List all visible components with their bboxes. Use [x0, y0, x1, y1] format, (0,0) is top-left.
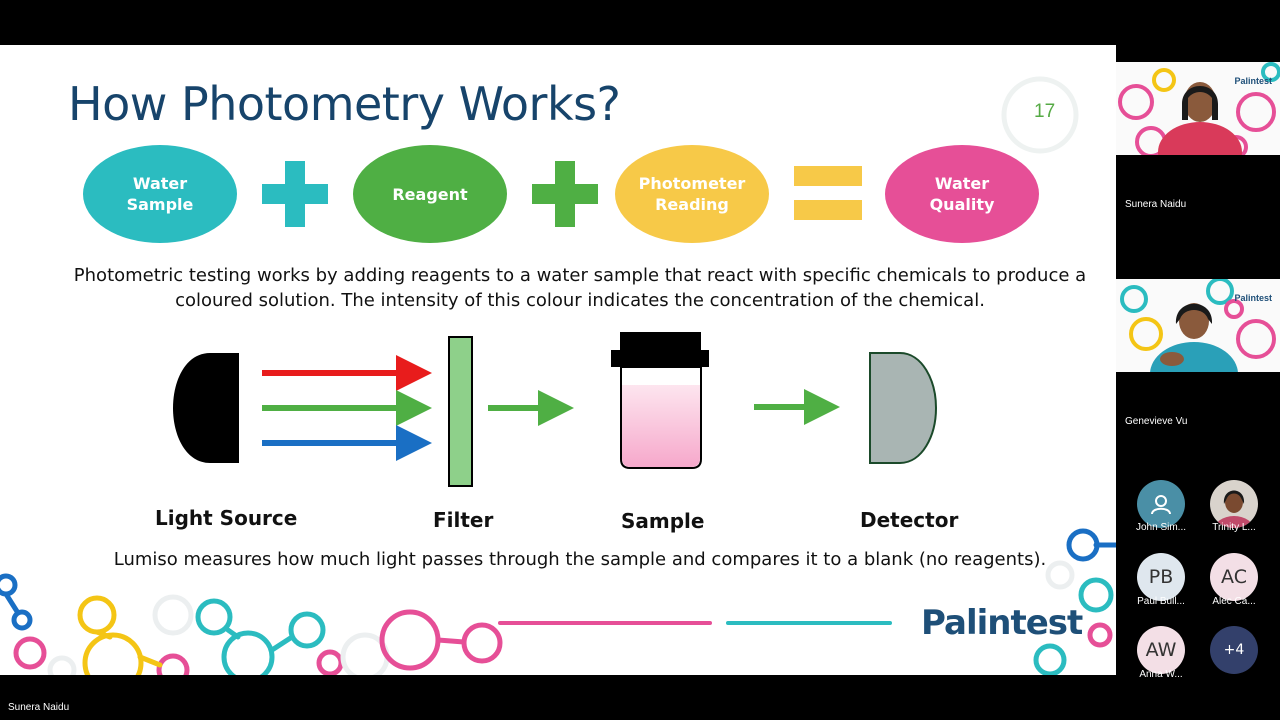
- participant-avatar[interactable]: [1210, 480, 1258, 528]
- oval-label: Reagent: [392, 184, 468, 204]
- video-tile-genevieve[interactable]: Palintest: [1116, 279, 1280, 372]
- detector-icon: [869, 352, 938, 464]
- oval-label-line2: Sample: [126, 195, 194, 214]
- filter-icon: [448, 336, 473, 487]
- footnote-text: Lumiso measures how much light passes th…: [113, 549, 1047, 570]
- tile-brand: Palintest: [1234, 76, 1272, 86]
- oval-label-line1: Photometer: [638, 174, 746, 193]
- participant-avatar[interactable]: [1137, 480, 1185, 528]
- plus-icon: [532, 161, 598, 227]
- more-participants-button[interactable]: +4: [1210, 626, 1258, 674]
- oval-label-line2: Reading: [655, 195, 729, 214]
- active-speaker-name: Sunera Naidu: [8, 702, 70, 713]
- participant-name: Anna W...: [1139, 669, 1183, 680]
- reagent-oval: Reagent: [353, 145, 507, 243]
- palintest-logo: Palintest: [921, 603, 1083, 643]
- light-source-label: Light Source: [155, 506, 298, 530]
- participant-avatar[interactable]: AC: [1210, 553, 1258, 601]
- slide-page-number: 17: [1034, 101, 1056, 122]
- oval-label-line1: Water: [934, 174, 990, 193]
- participant-name: John Sim...: [1135, 522, 1187, 533]
- participant-avatar[interactable]: AW: [1137, 626, 1185, 674]
- photo-avatar: [1214, 490, 1254, 528]
- video-background: [1118, 62, 1280, 155]
- slide-title: How Photometry Works?: [68, 77, 621, 131]
- plus-icon: [262, 161, 328, 227]
- description-line2: coloured solution. The intensity of this…: [175, 290, 985, 311]
- participant-name: Sunera Naidu: [1125, 199, 1187, 210]
- filter-label: Filter: [433, 508, 494, 532]
- detector-label: Detector: [860, 508, 959, 532]
- oval-label-line1: Water: [132, 174, 188, 193]
- user-icon: [1151, 495, 1171, 515]
- participant-name: Trinity L...: [1212, 522, 1256, 533]
- participant-name: Genevieve Vu: [1125, 416, 1188, 427]
- video-background: [1120, 279, 1276, 372]
- molecule-decoration: [0, 76, 1116, 675]
- photometry-diagram: [173, 332, 938, 487]
- oval-label-line2: Quality: [929, 195, 995, 214]
- participant-name: Paul Bull...: [1137, 596, 1185, 607]
- light-source-icon: [173, 353, 239, 463]
- description-line1: Photometric testing works by adding reag…: [73, 265, 1087, 286]
- participant-name: Alec Ca...: [1212, 596, 1256, 607]
- description-text: Photometric testing works by adding reag…: [70, 263, 1090, 313]
- video-tile-sunera[interactable]: Palintest: [1116, 62, 1280, 155]
- tile-brand: Palintest: [1234, 293, 1272, 303]
- sample-label: Sample: [621, 509, 705, 533]
- equals-icon: [794, 166, 862, 220]
- sample-vial-icon: [611, 332, 709, 469]
- participant-avatar[interactable]: PB: [1137, 553, 1185, 601]
